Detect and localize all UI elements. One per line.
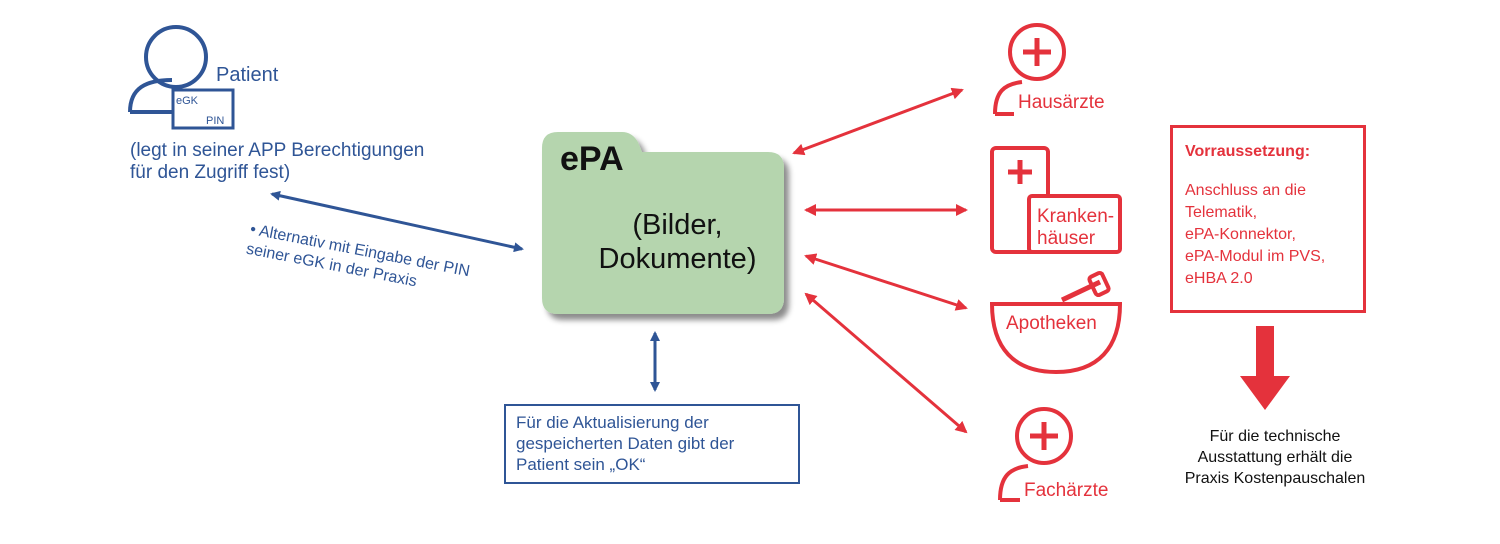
epa-title: ePA [560,140,624,178]
arrow-epa-fachaerzte [804,292,968,434]
provider-label-fachaerzte: Fachärzte [1024,480,1109,501]
update-note-line: Für die Aktualisierung der [516,413,709,432]
person-plus-icon-fachaerzte [998,407,1073,502]
cost-allowance-note: Für die technische Ausstattung erhält di… [1160,426,1390,489]
outcome-line: Praxis Kostenpauschalen [1184,470,1366,487]
patient-icon [128,25,208,114]
epa-content: (Bilder, Dokumente) [555,208,800,276]
update-consent-box: Für die Aktualisierung der gespeicherten… [504,404,800,484]
update-note-line: gespeicherten Daten gibt der [516,434,735,453]
epa-content-line: (Bilder, [632,209,723,241]
mortar-pestle-icon [989,270,1123,375]
provider-label-apotheken: Apotheken [1006,313,1097,334]
patient-permissions-note: (legt in seiner APP Berechtigungen für d… [130,140,424,184]
provider-label-krankenhaeuser: Kranken- häuser [1037,206,1114,250]
patient-label: Patient [216,64,279,86]
provider-label-hausaerzte: Hausärzte [1018,92,1105,113]
outcome-line: Ausstattung erhält die [1197,449,1353,466]
person-plus-icon-hausaerzte [993,23,1066,116]
requirements-title: Vorraussetzung: [1185,143,1311,160]
requirements-list: Anschluss an die Telematik, ePA-Konnekto… [1185,180,1363,290]
arrow-epa-hausaerzte [792,87,964,156]
requirement-item: eHBA 2.0 [1185,270,1253,287]
requirement-item: ePA-Konnektor, [1185,226,1296,243]
requirement-item: Telematik, [1185,204,1258,221]
requirements-box: Vorraussetzung: Anschluss an die Telemat… [1170,125,1366,313]
update-note-line: Patient sein „OK“ [516,455,646,474]
epa-content-line: Dokumente) [598,243,757,275]
requirement-item: Anschluss an die [1185,182,1306,199]
patient-note-line: für den Zugriff fest) [130,162,291,183]
patient-note-line: (legt in seiner APP Berechtigungen [130,140,425,161]
krankenhaeuser-line: Kranken- [1037,206,1115,227]
card-pin-label: PIN [206,115,224,127]
arrow-patient-epa [270,190,524,253]
card-egk-label: eGK [176,95,199,107]
arrow-epa-apotheken [804,253,968,311]
outcome-line: Für die technische [1209,428,1341,445]
requirement-item: ePA-Modul im PVS, [1185,248,1326,265]
hospital-building-icon [990,146,1122,254]
folder-icon [542,132,784,314]
down-arrow-icon [1240,326,1290,410]
health-card-icon: eGK PIN [171,88,235,130]
krankenhaeuser-line: häuser [1037,228,1096,249]
